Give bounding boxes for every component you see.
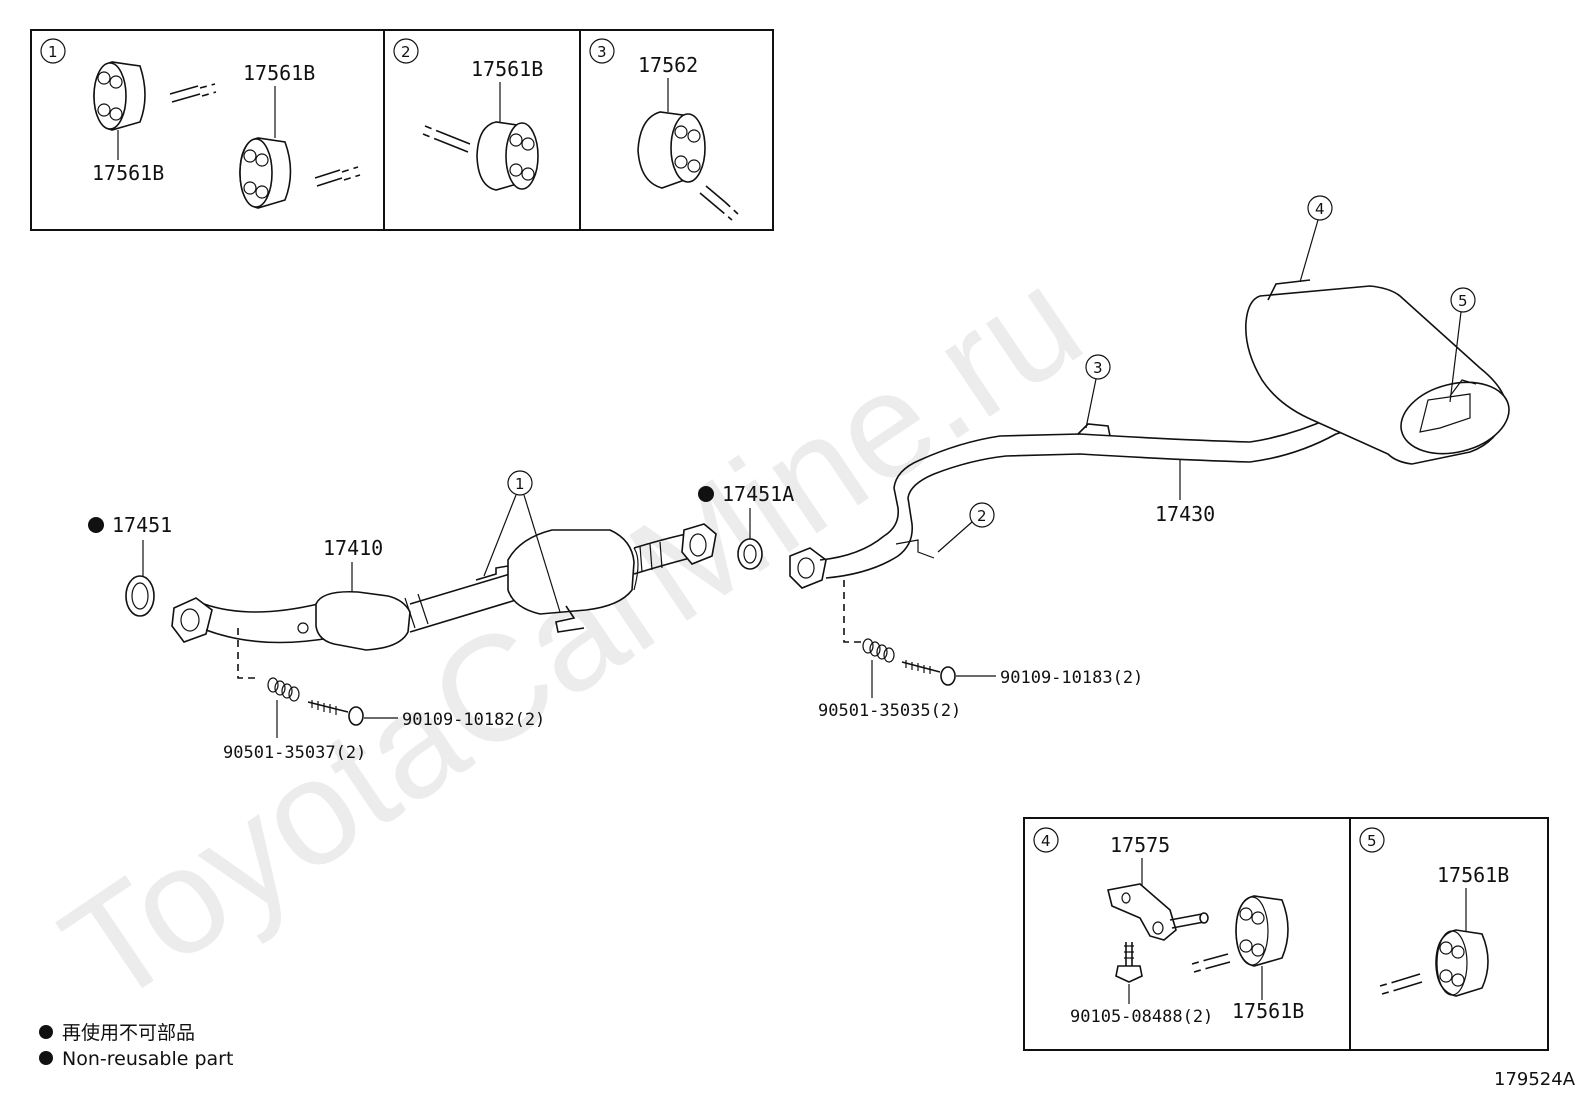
- rubber-hanger-icon: [476, 121, 539, 191]
- part-label: 17410: [323, 536, 383, 560]
- front-bolt-set: 90501-35037(2) 90109-10182(2): [223, 628, 545, 763]
- part-label: 90109-10182(2): [402, 710, 545, 730]
- inset-box-bottom: [1023, 817, 1549, 1051]
- callout-2: 2: [937, 502, 995, 553]
- part-label: 90109-10183(2): [1000, 668, 1143, 688]
- bracket-icon: [1107, 883, 1209, 941]
- spring-icon: [862, 638, 895, 663]
- spring-icon: [267, 677, 300, 702]
- inset-4: 4 17575 90105-08488(2) 17561B: [1033, 827, 1304, 1027]
- rubber-hanger-icon: [1435, 929, 1489, 997]
- gasket-17451A: 17451A: [698, 482, 794, 570]
- legend: 再使用不可部品 Non-reusable part: [39, 1022, 233, 1070]
- part-label: 17561B: [92, 161, 164, 185]
- callout-number: 5: [1458, 292, 1468, 310]
- inset-4-number: 4: [1041, 832, 1051, 850]
- inset-1: 1 17561B 17561B: [40, 38, 361, 209]
- callout-number: 2: [977, 507, 987, 525]
- part-label: 90501-35035(2): [818, 701, 961, 721]
- part-label: 90105-08488(2): [1070, 1007, 1213, 1027]
- part-label: 17451A: [722, 482, 794, 506]
- inset-3: 3 17562: [589, 38, 739, 221]
- part-label: 17451: [112, 513, 172, 537]
- part-label: 90501-35037(2): [223, 743, 366, 763]
- callout-number: 3: [1093, 359, 1103, 377]
- bolt-icon: [1115, 942, 1143, 983]
- part-label: 17561B: [1232, 999, 1304, 1023]
- part-label: 17561B: [471, 57, 543, 81]
- catalog-number: 179524A: [1494, 1069, 1576, 1090]
- rubber-hanger-icon: [1235, 895, 1289, 967]
- callout-number: 4: [1315, 200, 1325, 218]
- legend-en: Non-reusable part: [62, 1048, 233, 1070]
- inset-1-number: 1: [48, 43, 58, 61]
- inset-2: 2 17561B: [393, 38, 543, 191]
- legend-ja: 再使用不可部品: [62, 1022, 195, 1044]
- non-reusable-dot-icon: [39, 1025, 53, 1039]
- part-label: 17575: [1110, 833, 1170, 857]
- non-reusable-dot-icon: [88, 517, 104, 533]
- inset-3-number: 3: [597, 43, 607, 61]
- rear-bolt-set: 90501-35035(2) 90109-10183(2): [818, 580, 1143, 721]
- rubber-hanger-icon: [637, 111, 706, 189]
- non-reusable-dot-icon: [39, 1051, 53, 1065]
- callout-1: 1: [483, 470, 561, 613]
- rubber-hanger-icon: [93, 61, 146, 131]
- callout-5: 5: [1449, 287, 1476, 403]
- part-label: 17561B: [243, 61, 315, 85]
- bolt-icon: [307, 700, 364, 726]
- inset-box-top: [30, 29, 774, 231]
- callout-4: 4: [1299, 195, 1333, 283]
- inset-5-number: 5: [1367, 832, 1377, 850]
- bolt-icon: [901, 660, 956, 686]
- front-pipe-17410: 17410: [171, 523, 717, 651]
- rubber-hanger-icon: [239, 137, 292, 209]
- inset-5: 5 17561B: [1359, 827, 1509, 997]
- gasket-17451: 17451: [88, 513, 172, 617]
- tail-pipe-17430: [789, 279, 1510, 589]
- inset-2-number: 2: [401, 43, 411, 61]
- part-label: 17430: [1155, 502, 1215, 526]
- callout-3: 3: [1085, 354, 1111, 429]
- part-label: 17562: [638, 53, 698, 77]
- callout-number: 1: [515, 475, 525, 493]
- non-reusable-dot-icon: [698, 486, 714, 502]
- part-label: 17561B: [1437, 863, 1509, 887]
